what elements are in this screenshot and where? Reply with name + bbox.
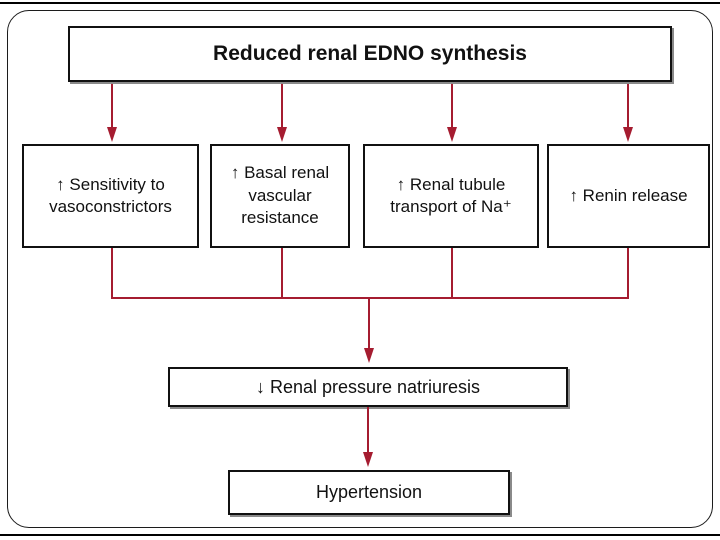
arrowhead-root-to-basal-resistance — [277, 127, 287, 142]
arrow-root-to-tubule-transport — [451, 84, 453, 128]
node-sensitivity-to-vasoconstrictors: ↑ Sensitivity to vasoconstrictors — [22, 144, 199, 248]
arrowhead-natriuresis-to-hypertension — [363, 452, 373, 467]
node-hypertension: Hypertension — [228, 470, 510, 515]
arrowhead-root-to-renin-release — [623, 127, 633, 142]
connector-sensitivity-drop — [111, 248, 113, 299]
slide-bottom-edge — [0, 534, 720, 536]
arrow-root-to-sensitivity — [111, 84, 113, 128]
diagram-frame — [7, 10, 713, 528]
arrowhead-root-to-sensitivity — [107, 127, 117, 142]
arrowhead-root-to-tubule-transport — [447, 127, 457, 142]
node-renin-release: ↑ Renin release — [547, 144, 710, 248]
node-renal-pressure-natriuresis: ↓ Renal pressure natriuresis — [168, 367, 568, 407]
connector-bus-line — [111, 297, 629, 299]
arrowhead-bus-to-natriuresis — [364, 348, 374, 363]
arrow-natriuresis-to-hypertension — [367, 407, 369, 453]
arrow-bus-to-natriuresis — [368, 299, 370, 349]
node-basal-renal-vascular-resistance: ↑ Basal renal vascular resistance — [210, 144, 350, 248]
node-renal-tubule-transport-na: ↑ Renal tubule transport of Na⁺ — [363, 144, 539, 248]
connector-renin-release-drop — [627, 248, 629, 299]
connector-tubule-transport-drop — [451, 248, 453, 299]
arrow-root-to-basal-resistance — [281, 84, 283, 128]
node-reduced-renal-edno-synthesis: Reduced renal EDNO synthesis — [68, 26, 672, 82]
connector-basal-resistance-drop — [281, 248, 283, 299]
arrow-root-to-renin-release — [627, 84, 629, 128]
slide-top-edge — [0, 2, 720, 4]
